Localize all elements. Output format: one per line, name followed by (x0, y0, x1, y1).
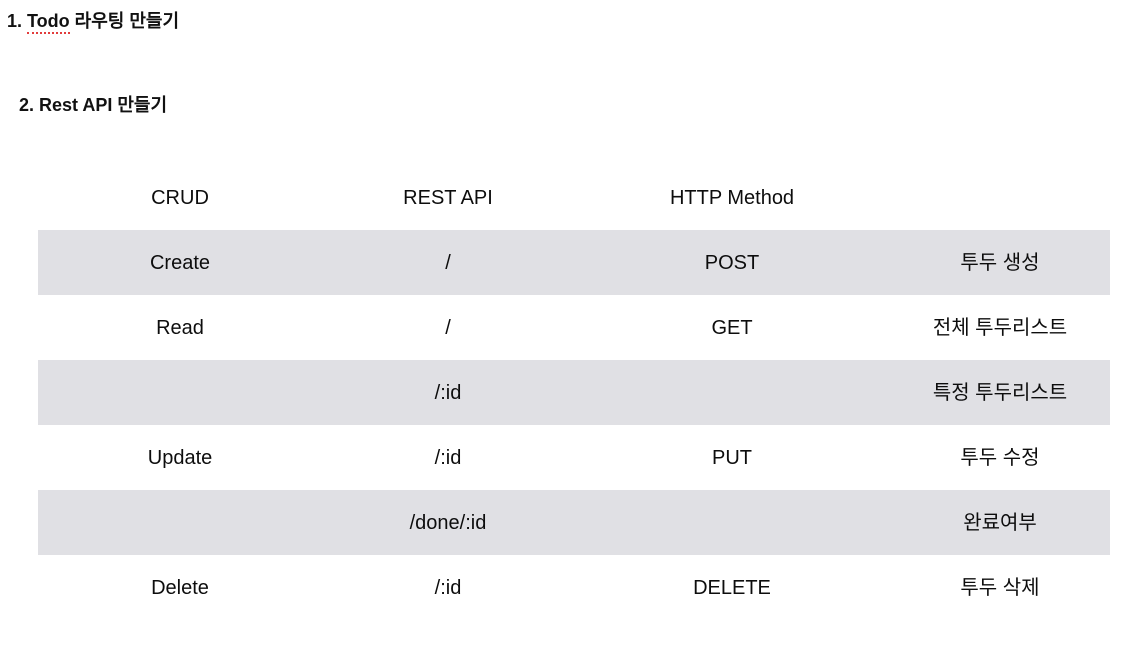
cell-api: / (445, 251, 451, 274)
header-cell-rest-api: REST API (403, 186, 493, 209)
cell-crud: Create (149, 251, 211, 274)
cell-desc: 투두 삭제 (960, 576, 1040, 599)
table-row: Read / GET 전체 투두리스트 (38, 295, 1110, 360)
table-row: /:id 특정 투두리스트 (38, 360, 1110, 425)
table-row: Create / POST 투두 생성 (38, 230, 1110, 295)
cell-crud: Delete (151, 576, 209, 599)
cell-desc: 완료여부 (963, 511, 1037, 534)
cell-crud: Update (147, 446, 213, 469)
cell-api: / (445, 316, 451, 339)
cell-desc: 특정 투두리스트 (932, 381, 1068, 404)
table-row: /done/:id 완료여부 (38, 490, 1110, 555)
heading-suffix: 라우팅 만들기 (69, 11, 180, 31)
cell-method: DELETE (693, 576, 771, 599)
table-row: Update /:id PUT 투두 수정 (38, 425, 1110, 490)
cell-method: GET (711, 316, 753, 339)
cell-desc: 전체 투두리스트 (932, 316, 1068, 339)
spellcheck-underlined-word: Todo (27, 11, 70, 34)
table-body: Create / POST 투두 생성 Read / GET 전체 투두리스트 /:id 특정 투… (38, 230, 1110, 620)
table-row: Delete /:id DELETE 투두 삭제 (38, 555, 1110, 620)
header-cell-http-method: HTTP Method (669, 186, 795, 209)
heading-todo-routing: 1. Todo 라우팅 만들기 (7, 9, 180, 34)
cell-api: /done/:id (409, 511, 487, 534)
table-header-row: CRUD REST API HTTP Method (38, 165, 1110, 230)
cell-crud: Read (156, 316, 204, 339)
cell-api: /:id (434, 446, 462, 469)
cell-method: PUT (712, 446, 752, 469)
cell-api: /:id (434, 576, 462, 599)
cell-method: POST (704, 251, 760, 274)
cell-api: /:id (434, 381, 462, 404)
heading-number-prefix: 1. (7, 11, 28, 31)
cell-desc: 투두 생성 (960, 251, 1040, 274)
header-cell-crud: CRUD (151, 186, 209, 209)
rest-api-table: CRUD REST API HTTP Method Create / POST 투두 … (38, 165, 1110, 620)
cell-desc: 투두 수정 (960, 446, 1040, 469)
heading-rest-api: 2. Rest API 만들기 (19, 95, 168, 115)
